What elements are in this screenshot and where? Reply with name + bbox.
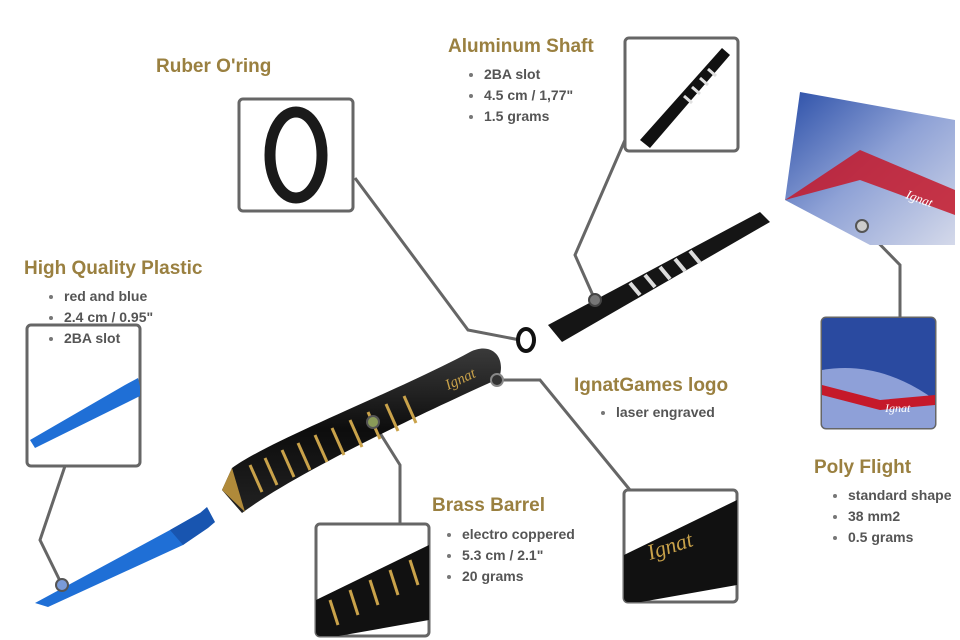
- flight-title: Poly Flight: [814, 457, 912, 478]
- flight-bullet: standard shape: [848, 485, 951, 506]
- flight-bullet: 38 mm2: [848, 506, 951, 527]
- barrel-bullet: 20 grams: [462, 566, 575, 587]
- plastic-bullet: 2.4 cm / 0.95": [64, 307, 153, 328]
- marker-logo: [490, 373, 504, 387]
- connector-logo: [497, 378, 632, 491]
- brass-barrel: Ignat: [222, 348, 504, 513]
- connector-plastic: [38, 465, 67, 586]
- o-ring: [516, 327, 536, 353]
- logo-bullet: laser engraved: [616, 402, 715, 423]
- connector-shaft: [573, 139, 627, 301]
- connector-barrel: [371, 421, 402, 524]
- detail-shaft: [623, 36, 740, 153]
- flight-bullet: 0.5 grams: [848, 527, 951, 548]
- shaft-bullet: 2BA slot: [484, 64, 573, 85]
- barrel-bullet: electro coppered: [462, 524, 575, 545]
- flight-bullets: standard shape 38 mm2 0.5 grams: [830, 485, 951, 548]
- barrel-title: Brass Barrel: [432, 495, 546, 516]
- plastic-bullets: red and blue 2.4 cm / 0.95" 2BA slot: [46, 286, 153, 349]
- flight-detail-logo-text: Ignat: [884, 401, 911, 415]
- plastic-title: High Quality Plastic: [24, 258, 203, 279]
- detail-logo: Ignat: [622, 488, 739, 604]
- oring-title: Ruber O'ring: [156, 56, 272, 77]
- detail-flight: Ignat: [820, 316, 937, 430]
- logo-bullets: laser engraved: [598, 402, 715, 423]
- shaft-bullet: 1.5 grams: [484, 106, 573, 127]
- detail-plastic: [25, 323, 142, 468]
- plastic-tip: [35, 507, 215, 607]
- detail-barrel: [314, 522, 431, 638]
- shaft-bullet: 4.5 cm / 1,77": [484, 85, 573, 106]
- marker-barrel: [366, 415, 380, 429]
- plastic-bullet: red and blue: [64, 286, 153, 307]
- barrel-bullets: electro coppered 5.3 cm / 2.1" 20 grams: [444, 524, 575, 587]
- connector-oring: [353, 177, 521, 342]
- logo-title: IgnatGames logo: [574, 375, 729, 396]
- shaft-title: Aluminum Shaft: [448, 36, 594, 57]
- poly-flight: Ignat: [785, 92, 955, 245]
- shaft-bullets: 2BA slot 4.5 cm / 1,77" 1.5 grams: [466, 64, 573, 127]
- plastic-bullet: 2BA slot: [64, 328, 153, 349]
- marker-flight: [855, 219, 869, 233]
- marker-shaft: [588, 293, 602, 307]
- detail-oring: [237, 97, 355, 213]
- aluminum-shaft: [548, 212, 770, 342]
- barrel-bullet: 5.3 cm / 2.1": [462, 545, 575, 566]
- marker-plastic: [55, 578, 69, 592]
